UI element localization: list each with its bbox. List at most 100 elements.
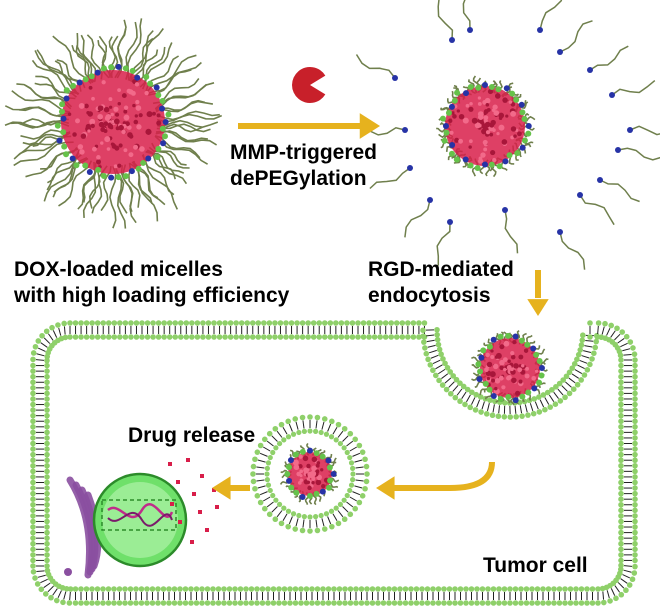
lipid-head [287,586,293,592]
detached-peg-chain [404,199,431,238]
lipid-tail [354,459,363,463]
peg-chain [86,34,103,80]
green-bead [325,484,332,491]
core-particle [468,139,473,144]
core-particle [492,157,497,163]
lipid-head [116,586,123,592]
core-particle [123,109,128,114]
lipid-head [614,325,620,332]
lipid-head [592,344,599,351]
lipid-head [584,586,590,592]
lipid-head [30,429,36,436]
lipid-head [30,462,36,469]
lipid-tail [435,364,443,370]
lipid-head [359,449,366,455]
green-bead [122,173,129,180]
lipid-head [30,529,36,536]
green-bead [162,133,169,140]
lipid-head [30,474,36,480]
lipid-head [632,518,638,525]
peg-chain [145,151,188,185]
lipid-head [618,479,624,486]
lipid-head [290,431,297,437]
lipid-tail [466,394,471,403]
lipid-tail [581,355,590,359]
lipid-tail [257,459,266,463]
lipid-head [436,346,443,353]
core-particle [85,123,91,130]
lipid-head [314,586,321,592]
golgi-vesicle [64,568,72,576]
core-particle [135,99,140,105]
green-bead [506,152,513,159]
lipid-head [333,334,339,340]
blue-bead [69,155,76,162]
lipid-head [254,449,261,455]
core-particle [468,145,472,149]
green-bead [467,84,474,91]
lipid-head [83,334,90,340]
lipid-tail [276,510,283,518]
green-bead [474,164,481,171]
lipid-head [618,412,624,419]
lipid-head [252,456,258,463]
lipid-head [44,457,50,464]
lipid-head [44,552,50,558]
green-bead [505,332,512,339]
lipid-head [292,586,299,592]
core-particle [79,149,85,155]
core-particle [92,146,97,152]
lipid-head [405,334,411,340]
lipid-tail [574,369,583,374]
peg-chain [13,141,74,167]
lipid-head [183,334,190,340]
lipid-tail [342,506,349,513]
peg-chain [116,19,127,79]
lipid-tail [429,349,437,354]
green-bead [286,464,293,471]
lipid-head [632,490,638,497]
green-bead [108,64,115,71]
green-bead [451,97,458,104]
core-particle [145,128,152,135]
lipid-head [632,507,638,514]
core-particle [109,125,114,130]
lipid-head [335,520,342,527]
lipid-head [347,430,354,437]
lipid-tail [69,591,71,601]
lipid-head [309,600,315,606]
lipid-head [78,320,84,326]
lipid-head [30,513,36,519]
lipid-head [518,586,524,592]
lipid-head [632,379,638,386]
lipid-head [325,586,332,592]
core-particle [133,144,139,150]
lipid-head [587,334,593,340]
green-bead [439,115,446,122]
lipid-head [255,320,262,326]
core-particle [90,123,95,129]
lipid-head [360,320,367,326]
lipid-head [578,377,585,383]
lipid-head [200,334,206,340]
green-bead [495,86,502,93]
lipid-head [35,338,42,344]
lipid-head [589,600,596,606]
core-particle [307,475,311,479]
core-particle [449,130,454,135]
lipid-head [194,320,201,326]
lipid-head [30,518,36,525]
lipid-head [452,586,458,592]
lipid-tail [327,516,332,525]
lipid-head [189,334,195,340]
lipid-head [575,351,582,358]
lipid-head [267,487,273,494]
lipid-head [139,320,145,326]
endosome-vesicle [250,414,370,534]
core-particle [499,365,504,371]
dox-loaded-micelles-label: DOX-loaded micelles with high loading ef… [14,258,290,308]
lipid-head [285,508,292,514]
lipid-head [369,586,376,592]
lipid-head [264,471,270,477]
lipid-head [30,546,36,553]
